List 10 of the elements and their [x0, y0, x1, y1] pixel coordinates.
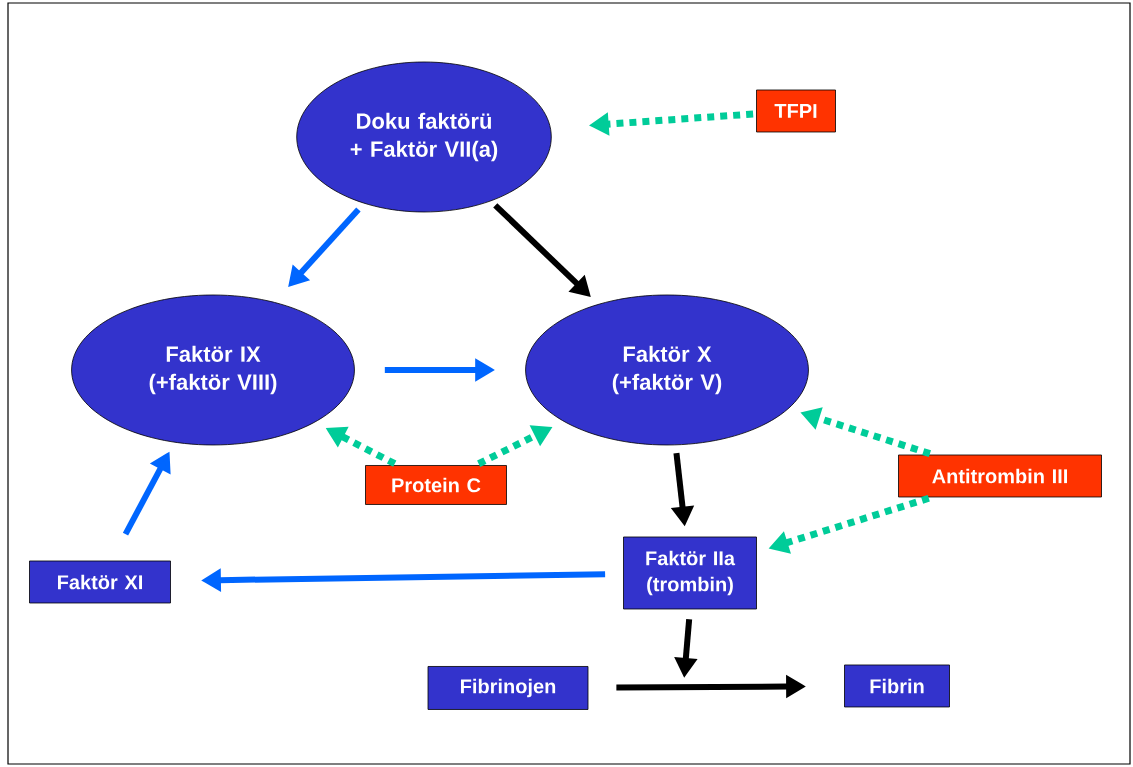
- label-box: Faktör IIa (trombin): [623, 536, 757, 610]
- label-box: Antitrombin III: [898, 454, 1102, 498]
- ellipse-node: Doku faktörü + Faktör VII(a): [296, 61, 552, 213]
- label-box: Fibrinojen: [427, 666, 589, 710]
- label-box: TFPI: [756, 89, 836, 133]
- ellipse-node: Faktör IX (+faktör VIII): [71, 294, 355, 446]
- label-box: Protein C: [365, 465, 507, 505]
- label-box: Fibrin: [844, 664, 950, 708]
- label-box: Faktör XI: [29, 560, 171, 604]
- ellipse-node: Faktör X (+faktör V): [525, 294, 809, 446]
